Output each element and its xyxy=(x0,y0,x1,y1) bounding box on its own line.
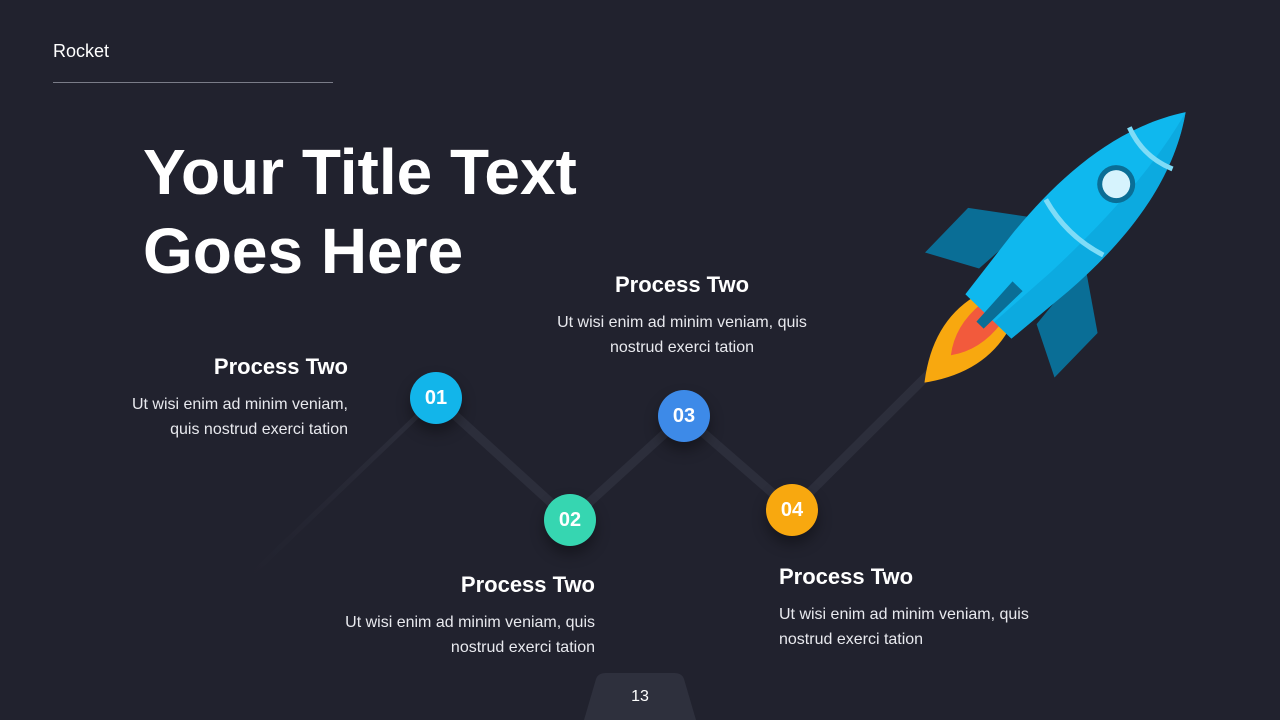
process-description: Ut wisi enim ad minim veniam, quis nostr… xyxy=(482,310,882,360)
page-number: 13 xyxy=(631,688,649,705)
process-description-line: Ut wisi enim ad minim veniam, xyxy=(131,396,348,413)
process-description-line: quis nostrud exerci tation xyxy=(170,421,348,438)
section-label: Rocket xyxy=(53,41,110,61)
process-block-04: Process Two Ut wisi enim ad minim veniam… xyxy=(779,564,1029,652)
header-divider xyxy=(53,82,333,83)
main-title-line-1: Your Title Text xyxy=(143,136,577,208)
process-description-line: nostrud exerci tation xyxy=(609,339,755,356)
page-number-tab xyxy=(584,673,696,720)
step-marker-02: 02 xyxy=(544,494,596,546)
process-description: Ut wisi enim ad minim veniam, quis nostr… xyxy=(132,392,348,442)
main-title-line-2: Goes Here xyxy=(143,215,464,287)
process-block-01: Process Two Ut wisi enim ad minim veniam… xyxy=(132,354,348,442)
main-title: Your Title Text Goes Here xyxy=(143,133,663,291)
process-heading: Process Two xyxy=(614,272,750,297)
process-description-line: Ut wisi enim ad minim veniam, quis xyxy=(779,606,1029,623)
process-description-line: Ut wisi enim ad minim veniam, quis xyxy=(557,314,807,331)
process-heading: Process Two xyxy=(213,354,348,379)
step-marker-04: 04 xyxy=(766,484,818,536)
process-block-02: Process Two Ut wisi enim ad minim veniam… xyxy=(345,572,595,660)
process-description-line: nostrud exerci tation xyxy=(450,639,595,656)
path-segment-tail xyxy=(245,395,439,581)
process-description: Ut wisi enim ad minim veniam, quis nostr… xyxy=(345,610,595,660)
step-marker-03: 03 xyxy=(658,390,710,442)
process-block-03: Process Two Ut wisi enim ad minim veniam… xyxy=(482,272,882,360)
process-description-line: nostrud exerci tation xyxy=(779,631,924,648)
step-marker-01: 01 xyxy=(410,372,462,424)
process-heading: Process Two xyxy=(779,564,914,589)
process-heading: Process Two xyxy=(460,572,595,597)
process-description-line: Ut wisi enim ad minim veniam, quis xyxy=(345,614,595,631)
process-description: Ut wisi enim ad minim veniam, quis nostr… xyxy=(779,602,1029,652)
